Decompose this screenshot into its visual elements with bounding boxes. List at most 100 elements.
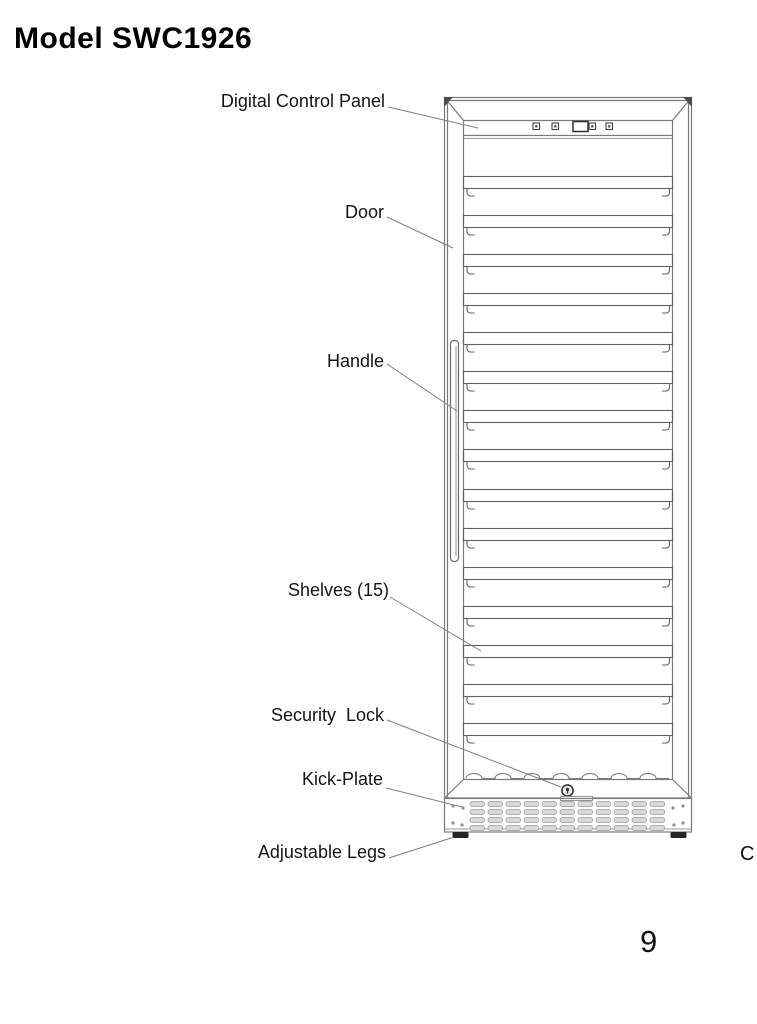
vent-slot [541, 809, 557, 815]
vent-slot [559, 809, 575, 815]
leader-security-lock [386, 719, 562, 788]
vent-slot [487, 801, 503, 807]
shelf-hook-right [662, 696, 671, 705]
vent-slot [559, 825, 575, 831]
leader-kick-plate [385, 787, 463, 808]
right-foot [670, 832, 687, 838]
shelf-hook-left [466, 657, 475, 666]
shelf-hook-left [466, 305, 475, 314]
control-button-dot [535, 125, 538, 128]
shelf-front-rail [462, 644, 674, 659]
vent-slot [649, 817, 665, 823]
shelf-hook-left [466, 579, 475, 588]
shelf [462, 644, 674, 666]
vent-slot [577, 817, 593, 823]
shelf-hook-left [466, 227, 475, 236]
shelf-hook-left [466, 540, 475, 549]
shelf-hook-left [466, 188, 475, 197]
shelf-hook-left [466, 696, 475, 705]
shelf [462, 605, 674, 627]
leader-handle [386, 363, 458, 412]
shelf-front-rail [462, 175, 674, 190]
shelf [462, 448, 674, 470]
bottle-scallop-line [465, 773, 669, 780]
screw-dot [671, 806, 675, 810]
shelf [462, 683, 674, 705]
vent-slot [505, 809, 521, 815]
vent-slot [487, 817, 503, 823]
shelf-hook-left [466, 501, 475, 510]
shelf-hook-right [662, 422, 671, 431]
vent-slot [595, 817, 611, 823]
left-foot [452, 832, 469, 838]
shelf-front-rail [462, 409, 674, 424]
shelf-hook-right [662, 657, 671, 666]
vent-slot [541, 825, 557, 831]
vent-slot [505, 817, 521, 823]
cabinet-outline [443, 96, 693, 799]
screw-dot [461, 806, 465, 810]
vent-slot [613, 809, 629, 815]
shelf-hook-right [662, 579, 671, 588]
corner-mark-left [444, 97, 453, 107]
label-door: Door [344, 202, 384, 222]
leader-lines-group [385, 106, 562, 859]
vent-slot [505, 825, 521, 831]
label-shelves: Shelves (15) [287, 580, 389, 600]
label-adjustable-legs: Adjustable Legs [257, 842, 386, 862]
shelf-hook-left [466, 618, 475, 627]
shelf-front-rail [462, 370, 674, 385]
vent-slot [631, 801, 647, 807]
vent-slot [613, 817, 629, 823]
shelf-hook-right [662, 305, 671, 314]
vent-slot [649, 809, 665, 815]
vent-slot [595, 801, 611, 807]
adjustable-legs [452, 832, 687, 838]
shelf-hook-right [662, 188, 671, 197]
shelf-hook-left [466, 383, 475, 392]
page-title: Model SWC1926 [14, 22, 253, 55]
label-handle: Handle [326, 351, 384, 371]
shelf-hook-right [662, 501, 671, 510]
vent-slot [469, 817, 485, 823]
shelf-hook-right [662, 735, 671, 744]
screw-dot [681, 804, 685, 808]
leader-adjustable-legs [388, 836, 455, 859]
vent-slot [577, 809, 593, 815]
vent-slot [523, 809, 539, 815]
digital-control-panel [532, 120, 614, 133]
vent-slot [469, 825, 485, 831]
screw-dot [460, 823, 464, 827]
vent-slot [523, 825, 539, 831]
shelves-group [462, 175, 674, 744]
shelf-hook-left [466, 266, 475, 275]
vent-slot [649, 825, 665, 831]
shelf [462, 370, 674, 392]
control-button-dot [608, 125, 611, 128]
vent-slot [631, 825, 647, 831]
shelf-hook-right [662, 344, 671, 353]
page-number: 9 [640, 924, 658, 959]
shelf [462, 527, 674, 549]
shelf-front-rail [462, 331, 674, 346]
leader-door [386, 216, 454, 249]
shelf-front-rail [462, 448, 674, 463]
shelf [462, 214, 674, 236]
vent-slot [577, 825, 593, 831]
corner-mark-right [683, 97, 692, 107]
shelf-hook-right [662, 618, 671, 627]
shelf-hook-right [662, 540, 671, 549]
shelf [462, 253, 674, 275]
shelf-hook-right [662, 383, 671, 392]
label-digital-control-panel: Digital Control Panel [220, 91, 385, 111]
screws-group [451, 804, 685, 827]
vent-slot [559, 817, 575, 823]
shelf-front-rail [462, 488, 674, 503]
shelf [462, 331, 674, 353]
shelf [462, 722, 674, 744]
vent-slot [595, 809, 611, 815]
screw-dot [681, 821, 685, 825]
vent-slot [559, 801, 575, 807]
shelf-front-rail [462, 527, 674, 542]
vent-slot [613, 825, 629, 831]
